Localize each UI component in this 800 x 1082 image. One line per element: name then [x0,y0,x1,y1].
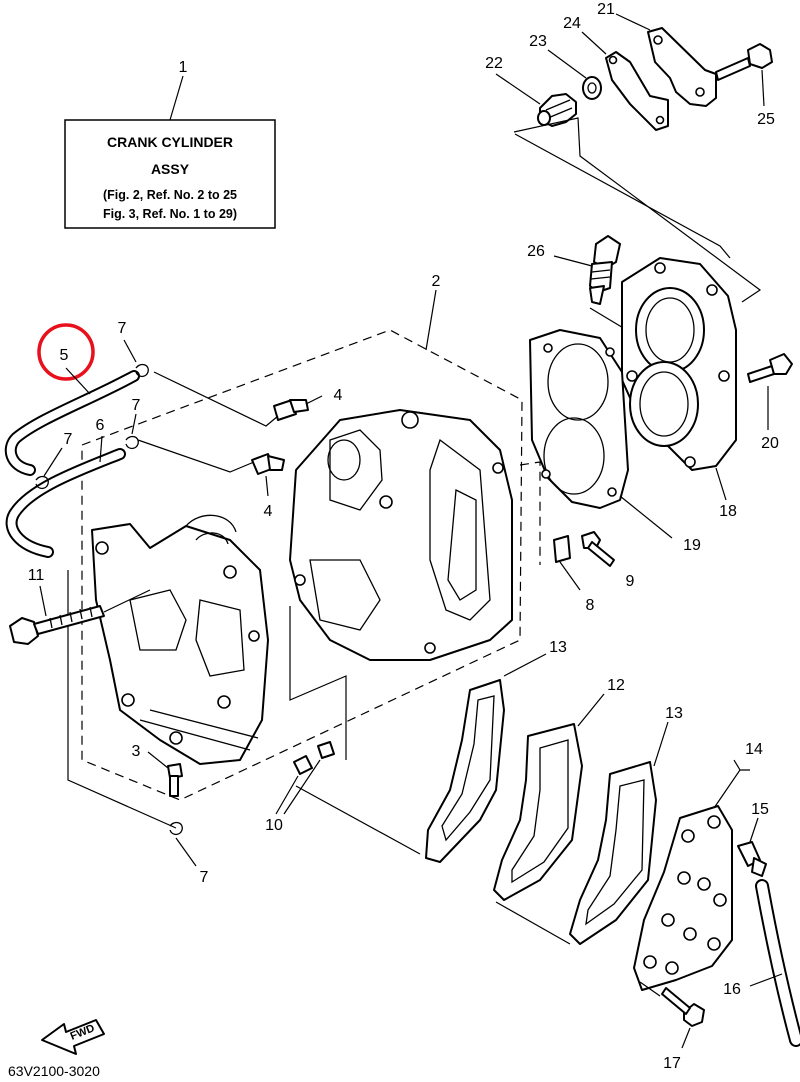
part-4-fitting-upper[interactable] [273,399,309,421]
callout-20[interactable]: 20 [761,435,779,452]
part-10-dowel-pins[interactable] [293,741,335,775]
callout-7-c[interactable]: 7 [64,431,73,448]
callout-10[interactable]: 10 [265,817,283,834]
note-line-3: (Fig. 2, Ref. No. 2 to 25 [103,188,237,202]
callout-8[interactable]: 8 [586,597,595,614]
callout-7-a[interactable]: 7 [118,320,127,337]
part-19-head-gasket[interactable] [529,329,629,509]
callout-19[interactable]: 19 [683,537,701,554]
crankcase-left-body[interactable] [91,514,269,765]
callout-13-rear[interactable]: 13 [665,705,683,722]
part-4-fitting-lower[interactable] [251,453,285,475]
part-14-exhaust-cover[interactable] [633,805,733,991]
callout-labels: 1 2 3 4 4 5 6 7 7 7 7 8 9 10 11 12 13 13… [28,1,779,1072]
thermostat-cover-group [537,27,773,131]
callout-7-d[interactable]: 7 [200,869,209,886]
part-7-clip-a[interactable] [135,363,149,378]
part-6-hose[interactable] [5,448,126,558]
callout-23[interactable]: 23 [529,33,547,50]
callout-5[interactable]: 5 [60,347,69,364]
callout-21[interactable]: 21 [597,1,615,18]
callout-22[interactable]: 22 [485,55,503,72]
callout-26[interactable]: 26 [527,243,545,260]
part-21-cover[interactable] [647,27,717,107]
part-12-gasket-middle[interactable] [493,723,583,901]
part-9-screw[interactable] [581,531,615,567]
callout-25[interactable]: 25 [757,111,775,128]
part-17-bolt[interactable] [661,987,705,1027]
part-26-spark-plug[interactable] [589,235,621,305]
callout-13-front[interactable]: 13 [549,639,567,656]
callout-15[interactable]: 15 [751,801,769,818]
part-13-gasket-front[interactable] [425,679,505,863]
part-3-bolt[interactable] [167,763,183,797]
callout-16[interactable]: 16 [723,981,741,998]
callout-11[interactable]: 11 [28,567,45,584]
part-8-bracket[interactable] [553,535,571,563]
callout-14[interactable]: 14 [745,741,763,758]
part-5-hose[interactable] [4,370,140,476]
callout-4-lower[interactable]: 4 [264,503,273,520]
callout-3[interactable]: 3 [132,743,141,760]
fwd-arrow-icon: FWD [41,1019,105,1055]
part-2-cylinder-block[interactable] [289,409,513,661]
part-18-cylinder-head[interactable] [621,257,737,471]
part-11-bolt[interactable] [9,605,105,645]
highlight-circle [37,323,95,381]
part-7-clip-c[interactable] [35,475,49,490]
drawing-code: 63V2100-3020 [8,1063,100,1079]
callout-24[interactable]: 24 [563,15,581,32]
part-7-clip-d[interactable] [169,821,183,836]
cover-leader-lines [513,117,762,303]
callout-12[interactable]: 12 [607,677,625,694]
callout-6[interactable]: 6 [96,417,105,434]
part-24-gasket[interactable] [605,51,669,131]
part-13-gasket-rear[interactable] [569,761,657,945]
part-16-hose[interactable] [755,879,800,1047]
callout-7-b[interactable]: 7 [132,397,141,414]
assembly-boundary [81,329,541,801]
callout-17[interactable]: 17 [663,1055,681,1072]
note-line-1: CRANK CYLINDER [107,134,233,150]
part-15-fitting[interactable] [737,841,767,877]
callout-4-upper[interactable]: 4 [334,387,343,404]
part-20-head-bolt[interactable] [747,353,793,383]
assembly-note-box: CRANK CYLINDER ASSY (Fig. 2, Ref. No. 2 … [64,75,276,229]
part-23-seal[interactable] [582,76,602,100]
callout-leader-lines [65,13,765,463]
callout-1[interactable]: 1 [179,59,188,76]
part-25-bolt[interactable] [715,57,751,81]
note-line-4: Fig. 3, Ref. No. 1 to 29) [103,207,237,221]
callout-18[interactable]: 18 [719,503,737,520]
note-line-2: ASSY [151,161,190,177]
callout-2[interactable]: 2 [432,273,441,290]
callout-9[interactable]: 9 [626,573,635,590]
part-7-clip-b[interactable] [125,435,139,450]
